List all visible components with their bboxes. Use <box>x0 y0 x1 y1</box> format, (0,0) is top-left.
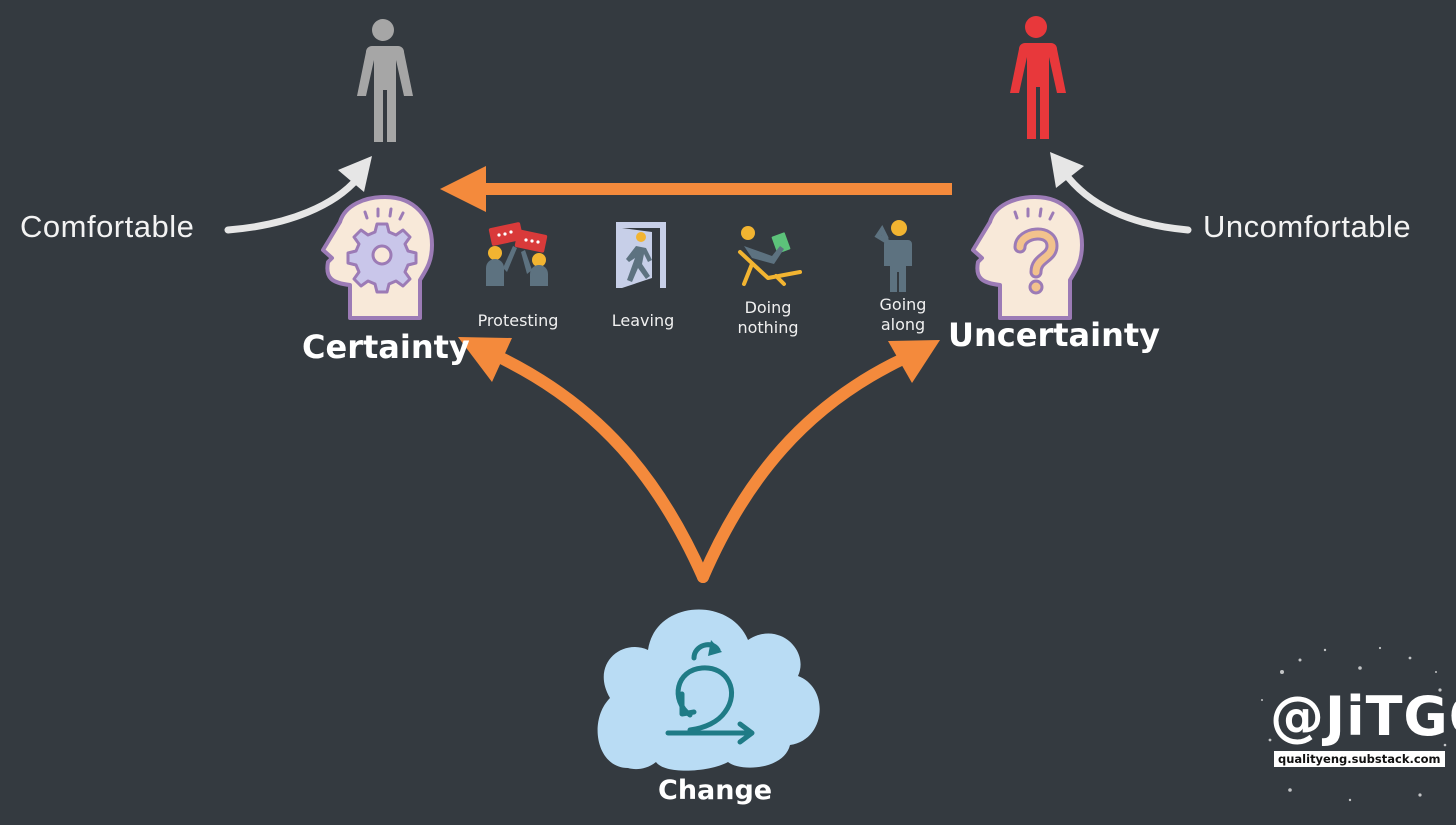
lounge-chair-icon <box>738 226 802 286</box>
uncomfortable-arrow <box>1050 152 1192 234</box>
uncertainty-label: Uncertainty <box>948 316 1161 354</box>
brand-url: qualityeng.substack.com <box>1274 751 1445 767</box>
uncomfortable-label: Uncomfortable <box>1203 209 1412 244</box>
protest-icon <box>486 222 548 286</box>
certainty-label: Certainty <box>302 328 470 366</box>
uncertainty-head-icon <box>971 195 1084 320</box>
comfortable-person-icon <box>357 19 413 142</box>
uncomfortable-person-icon <box>1010 16 1066 139</box>
brand-splatter <box>1261 646 1447 802</box>
exit-door-icon <box>616 222 666 288</box>
brand-logo: @JiTGO qualityeng.substack.com <box>1270 685 1456 767</box>
change-label: Change <box>658 775 773 806</box>
change-to-uncertainty-arrow <box>697 340 940 583</box>
reaction-label-leaving: Leaving <box>611 311 675 330</box>
comfortable-label: Comfortable <box>20 209 195 244</box>
change-cloud-icon <box>597 609 820 771</box>
follower-icon <box>874 220 912 292</box>
reaction-label-doing-nothing: Doing nothing <box>737 298 799 337</box>
brand-handle: @JiTGO <box>1270 685 1456 748</box>
reaction-label-going-along: Going along <box>879 295 927 334</box>
comfortable-arrow <box>224 156 372 234</box>
certainty-head-icon <box>321 195 434 320</box>
uncertainty-to-certainty-arrow <box>440 166 952 212</box>
reaction-label-protesting: Protesting <box>477 311 559 330</box>
change-to-certainty-arrow <box>458 337 709 583</box>
